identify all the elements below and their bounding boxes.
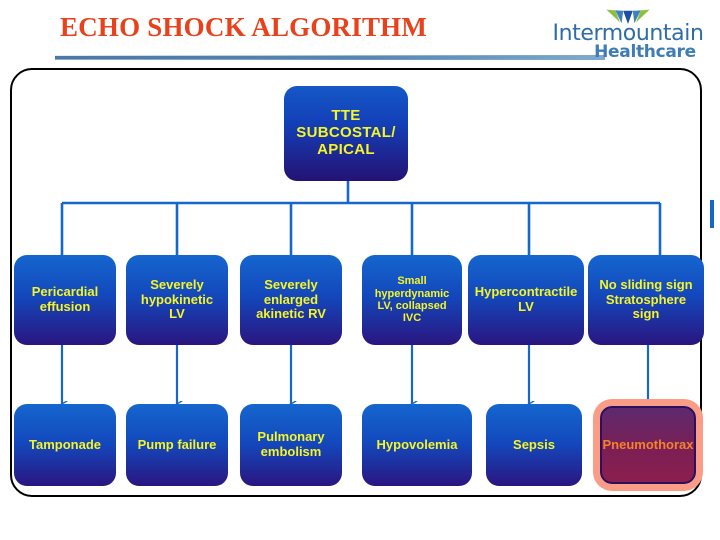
node-pulmonary-embolism[interactable]: Pulmonary embolism [240,404,342,486]
node-tamponade[interactable]: Tamponade [14,404,116,486]
logo-wordmark-secondary: Healthcare [594,42,696,62]
node-sepsis[interactable]: Sepsis [486,404,582,486]
node-pericardial-effusion[interactable]: Pericardial effusion [14,255,116,345]
node-no-sliding-sign[interactable]: No sliding sign Stratosphere sign [588,255,704,345]
node-label: Sepsis [513,436,555,452]
node-label: Hypercontractile LV [474,284,578,314]
node-label: Severely hypokinetic LV [140,277,214,322]
logo-wordmark-primary: Intermountain [552,21,704,46]
node-label: Severely enlarged akinetic RV [256,277,326,322]
node-severely-hypokinetic-lv[interactable]: Severely hypokinetic LV [126,255,228,345]
node-hypercontractile-lv[interactable]: Hypercontractile LV [468,255,584,345]
node-tte-subcostal-apical[interactable]: TTE SUBCOSTAL/ APICAL [284,86,408,181]
node-small-hyperdynamic-lv[interactable]: Small hyperdynamic LV, collapsed IVC [362,255,462,345]
node-label: Hypovolemia [376,436,458,452]
intermountain-crown-icon [606,9,650,24]
node-pump-failure[interactable]: Pump failure [126,404,228,486]
node-label: Pulmonary embolism [257,429,325,459]
node-label: Pericardial effusion [31,284,99,314]
node-label: Small hyperdynamic LV, collapsed IVC [374,275,450,325]
node-hypovolemia[interactable]: Hypovolemia [362,404,472,486]
node-pneumothorax[interactable]: Pneumothorax [600,406,696,484]
header-divider-rule [55,55,605,60]
node-label: Pump failure [137,436,217,452]
node-label: Tamponade [29,436,101,452]
node-label: Pneumothorax [602,436,694,452]
node-label: TTE SUBCOSTAL/ APICAL [296,107,396,158]
node-label: No sliding sign Stratosphere sign [599,277,693,322]
node-severely-enlarged-akinetic-rv[interactable]: Severely enlarged akinetic RV [240,255,342,345]
intermountain-healthcare-logo: Intermountain Healthcare [548,8,708,66]
page-title: ECHO SHOCK ALGORITHM [60,12,428,42]
stray-blue-mark [710,200,714,228]
